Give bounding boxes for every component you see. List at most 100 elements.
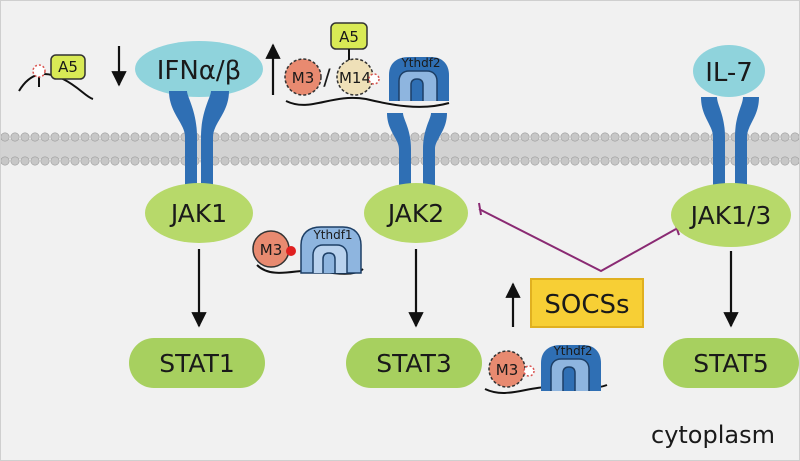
ifn-label: IFNα/β (157, 56, 242, 86)
lipid-head (90, 132, 100, 142)
jak1-label: JAK1 (169, 199, 227, 228)
lipid-head (610, 132, 620, 142)
jak13-node (671, 183, 791, 247)
lipid-head (510, 156, 520, 166)
lipid-head (750, 132, 760, 142)
lipid-head (590, 156, 600, 166)
lipid-head (110, 132, 120, 142)
m3-label: M3 (260, 241, 283, 259)
lipid-head (220, 156, 230, 166)
jak2-node (364, 183, 468, 243)
lipid-head (110, 156, 120, 166)
lipid-head (770, 132, 780, 142)
lipid-head (520, 132, 530, 142)
lipid-head (510, 132, 520, 142)
lipid-head (560, 132, 570, 142)
lipid-head (640, 156, 650, 166)
lipid-head (240, 132, 250, 142)
receptor-icon (169, 91, 229, 191)
lipid-head (790, 156, 799, 166)
lipid-head (450, 132, 460, 142)
lipid-head (490, 132, 500, 142)
lipid-head (350, 156, 360, 166)
lipid-head (670, 132, 680, 142)
lipid-head (160, 132, 170, 142)
lipid-head (10, 156, 20, 166)
cell-membrane (1, 132, 799, 166)
lipid-head (330, 132, 340, 142)
lipid-head (380, 132, 390, 142)
m3-label: M3 (496, 361, 519, 379)
lipid-head (780, 156, 790, 166)
jak1-node (145, 183, 253, 243)
lipid-head (100, 156, 110, 166)
lipid-head (20, 156, 30, 166)
lipid-head (30, 156, 40, 166)
slash-label: / (323, 66, 331, 91)
lipid-head (80, 156, 90, 166)
lipid-head (770, 156, 780, 166)
lipid-head (220, 132, 230, 142)
lipid-head (580, 132, 590, 142)
lipid-head (40, 132, 50, 142)
m3-m14-modifiers: A5 M3 / M14 Ythdf2 (265, 22, 450, 108)
lipid-head (600, 132, 610, 142)
socs-module: SOCSs M3 Ythdf2 (478, 202, 680, 394)
stat1-node (129, 338, 265, 388)
lipid-head (120, 132, 130, 142)
lipid-head (560, 156, 570, 166)
socs-box (530, 278, 644, 328)
lipid-head (170, 156, 180, 166)
lipid-head (240, 156, 250, 166)
stat3-node (346, 338, 482, 388)
lipid-head (620, 132, 630, 142)
ythdf2-reader-bottom (541, 345, 601, 391)
lipid-head (470, 132, 480, 142)
lipid-head (260, 156, 270, 166)
lipid-head (40, 156, 50, 166)
receptor-icon (387, 113, 447, 197)
ifn-pathway: A5 IFNα/β JAK1 STAT1 (18, 41, 265, 388)
ythdf2-reader-top (389, 57, 449, 101)
jak13-label: JAK1/3 (689, 201, 772, 230)
lipid-head (100, 132, 110, 142)
lipid-head (750, 156, 760, 166)
lipid-head (340, 156, 350, 166)
lipid-head (340, 132, 350, 142)
lipid-head (330, 156, 340, 166)
lipid-head (10, 132, 20, 142)
lipid-head (230, 156, 240, 166)
lipid-head (150, 132, 160, 142)
lipid-head (540, 132, 550, 142)
lipid-head (290, 156, 300, 166)
lipid-head (470, 156, 480, 166)
lipid-head (150, 156, 160, 166)
lipid-head (320, 132, 330, 142)
lipid-head (250, 132, 260, 142)
lipid-head (160, 156, 170, 166)
lipid-head (630, 132, 640, 142)
lipid-head (370, 132, 380, 142)
lipid-head (290, 132, 300, 142)
ythdf1-reader (300, 226, 362, 274)
lipid-head (760, 132, 770, 142)
lipid-head (680, 156, 690, 166)
lipid-head (490, 156, 500, 166)
lipid-head (320, 156, 330, 166)
m3-label: M3 (292, 69, 315, 87)
lipid-head (1, 156, 10, 166)
il7-pathway: IL-7 JAK1/3 STAT5 (663, 45, 799, 388)
il7-cytokine (693, 45, 765, 97)
lipid-head (630, 156, 640, 166)
lipid-head (140, 132, 150, 142)
lipid-head (670, 156, 680, 166)
lipid-head (460, 132, 470, 142)
lipid-head (790, 132, 799, 142)
lipid-head (610, 156, 620, 166)
lipid-head (480, 156, 490, 166)
ythdf2-label: Ythdf2 (400, 56, 440, 70)
lipid-head (760, 156, 770, 166)
lipid-head (550, 132, 560, 142)
lipid-head (540, 156, 550, 166)
